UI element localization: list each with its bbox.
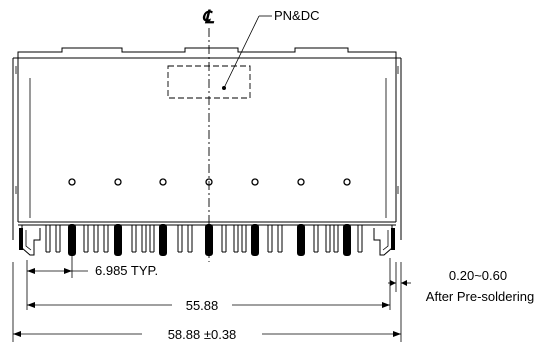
part-marking-label: PN&DC [274,8,320,23]
dimension-tolerance: 0.20~0.60 After Pre-soldering [388,262,534,304]
marking-area: PN&DC [167,8,320,99]
dimension-inner-width: 55.88 [26,258,391,313]
dimension-overall-width: 58.88 ±0.38 [12,262,402,342]
pin-pitch-label: 6.985 TYP. [95,263,158,278]
connector-housing [12,47,402,240]
inner-width-label: 55.88 [186,298,219,313]
dimension-pin-pitch: 6.985 TYP. [26,256,158,278]
centerline: ℄ [202,7,215,262]
overall-width-label: 58.88 ±0.38 [168,327,237,342]
shield-tab-right [373,225,393,256]
led-holes [68,178,351,186]
centerline-symbol: ℄ [202,7,215,27]
tolerance-note-label: After Pre-soldering [426,289,534,304]
tolerance-value-label: 0.20~0.60 [449,268,507,283]
pin-row [19,224,395,256]
shield-tab-left [21,225,41,256]
